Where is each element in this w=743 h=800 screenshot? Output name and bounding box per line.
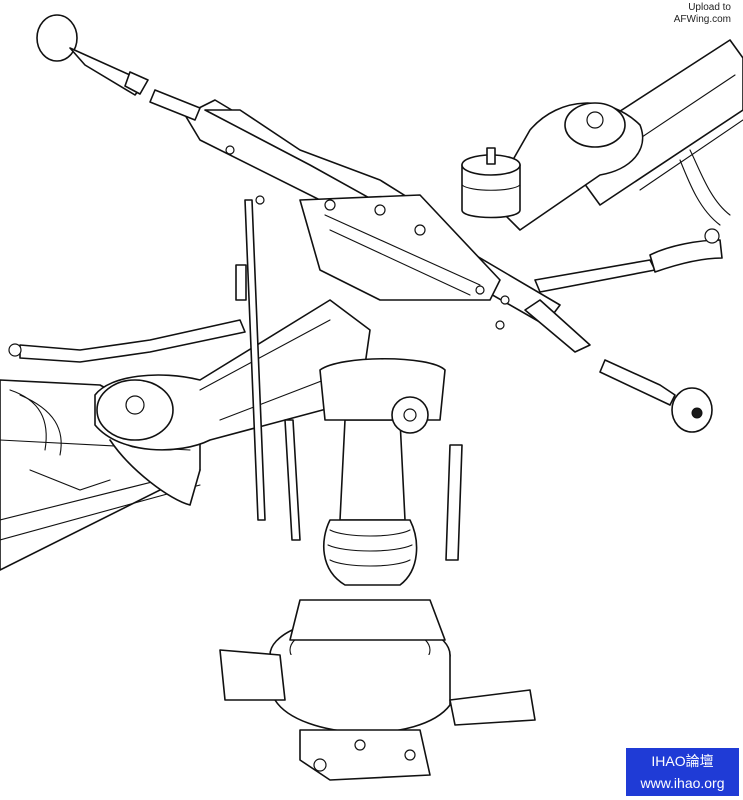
pitch-link-rods	[8, 228, 723, 363]
detached-pitch-horn-left	[36, 14, 201, 121]
upload-note: Upload to AFWing.com	[674, 2, 731, 26]
swashplate-base	[219, 599, 536, 781]
watermark-badge: IHAO論壇 www.ihao.org	[626, 748, 739, 796]
upload-note-line2: AFWing.com	[673, 14, 731, 25]
control-rods	[235, 199, 463, 561]
rotor-mast	[319, 357, 446, 586]
detached-pitch-horn-right	[599, 359, 713, 433]
watermark-line1: IHAO論壇	[651, 753, 714, 769]
blade-grip-right	[489, 102, 644, 231]
watermark-line2: www.ihao.org	[640, 775, 725, 791]
damper-cylinder	[461, 147, 521, 219]
upload-note-line1: Upload to	[688, 2, 731, 13]
rotor-spider-frame	[184, 99, 591, 353]
blade-grip-left	[94, 299, 371, 506]
